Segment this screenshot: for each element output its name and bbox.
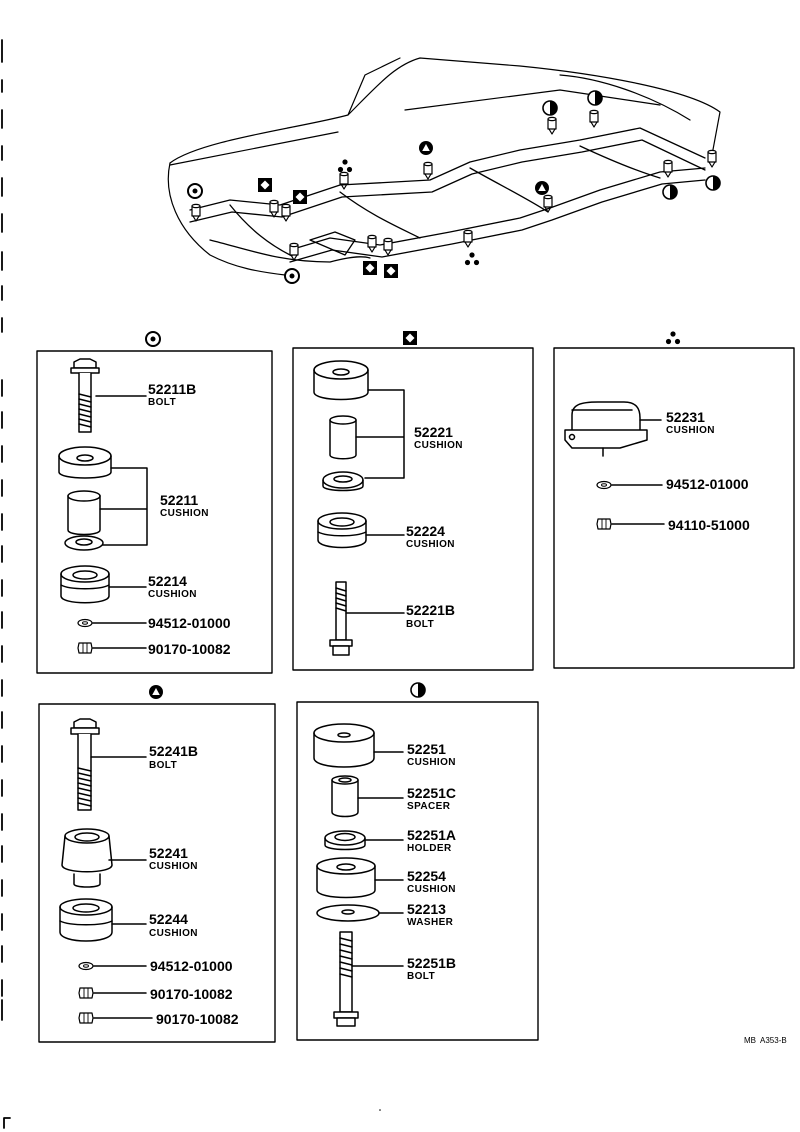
scan-speck [379, 1109, 381, 1111]
part-name: CUSHION [160, 508, 209, 519]
part-number: 94512-01000 [148, 615, 231, 631]
part-number: 94512-01000 [666, 476, 749, 492]
cushion-52221-illustration [313, 360, 369, 492]
panel-frame [296, 701, 539, 1041]
washer-illustration [78, 961, 94, 971]
panel-frame [292, 347, 534, 671]
cushion-52254-illustration [316, 857, 376, 899]
part-number: 52221B [406, 602, 455, 618]
scan-edge-marks [1, 39, 11, 1129]
bolt-52221b-illustration [329, 581, 353, 656]
part-number: 52251 [407, 741, 446, 757]
cushion-52251-illustration [313, 723, 375, 768]
overview-location-markers [187, 90, 721, 284]
part-name: BOLT [407, 971, 435, 982]
spacer-52251c-illustration [331, 775, 359, 818]
panel-triangle: 52241B BOLT 52241 CUSHION 52244 CUSHION … [38, 684, 276, 1043]
panel-three-dots: 52231 CUSHION 94512-01000 94110-51000 [553, 330, 795, 669]
panel-diamond: 52221 CUSHION 52224 CUSHION 52221B BOLT [292, 330, 534, 671]
part-number: 52251B [407, 955, 456, 971]
cushion-52214-illustration [60, 565, 110, 604]
cushion-52244-illustration [59, 898, 113, 942]
nut-illustration [77, 642, 93, 654]
part-number: 52251C [407, 785, 456, 801]
part-name: WASHER [407, 917, 454, 928]
part-name: HOLDER [407, 843, 452, 854]
part-name: CUSHION [407, 884, 456, 895]
part-name: CUSHION [148, 589, 197, 600]
three-dots-symbol-icon [665, 330, 681, 345]
diamond-square-symbol-icon [402, 330, 418, 346]
panel-half-circle: 52251 CUSHION 52251C SPACER 52251A HOLDE… [296, 682, 539, 1041]
part-name: CUSHION [414, 440, 463, 451]
panel-frame [553, 347, 795, 669]
bolt-52211b-illustration [70, 358, 100, 433]
part-name: BOLT [149, 760, 177, 771]
part-number: 52254 [407, 868, 446, 884]
washer-illustration [596, 480, 612, 490]
bolt-52241b-illustration [70, 718, 100, 811]
part-number: 52221 [414, 424, 453, 440]
vehicle-body-outline [167, 57, 721, 276]
part-number: 52211 [160, 492, 198, 508]
part-number: 52241 [149, 845, 188, 861]
part-number: 52211B [148, 381, 196, 397]
part-number: 52231 [666, 409, 705, 425]
part-number: 52241B [149, 743, 198, 759]
chassis-frame [189, 127, 706, 263]
leader-bracket [355, 389, 405, 479]
part-number: 90170-10082 [156, 1011, 239, 1027]
bolt-52251b-illustration [333, 931, 359, 1027]
part-name: BOLT [406, 619, 434, 630]
part-name: CUSHION [666, 425, 715, 436]
part-number: 90170-10082 [148, 641, 231, 657]
circle-ring-symbol-icon [145, 331, 161, 347]
reference-code: MB A353-B [744, 1036, 787, 1045]
part-number: 94512-01000 [150, 958, 233, 974]
part-name: CUSHION [149, 861, 198, 872]
half-circle-symbol-icon [410, 682, 426, 698]
panel-frame [38, 703, 276, 1043]
part-name: BOLT [148, 397, 176, 408]
part-number: 52214 [148, 573, 187, 589]
cushion-52224-illustration [317, 512, 367, 549]
nut-illustration [78, 987, 94, 999]
nut-illustration [596, 518, 612, 530]
part-number: 94110-51000 [668, 517, 750, 533]
washer-52213-illustration [316, 904, 380, 922]
part-name: SPACER [407, 801, 451, 812]
cushion-52211-illustration [58, 446, 112, 551]
part-name: CUSHION [407, 757, 456, 768]
part-name: CUSHION [149, 928, 198, 939]
part-number: 52213 [407, 901, 446, 917]
panel-circle-ring: 52211B BOLT 52211 CUSHION 52214 CUSHION … [36, 331, 273, 674]
cushion-52231-illustration [564, 401, 648, 457]
part-name: CUSHION [406, 539, 455, 550]
washer-illustration [77, 618, 93, 628]
panel-frame [36, 350, 273, 674]
part-number: 52244 [149, 911, 188, 927]
nut-illustration [78, 1012, 94, 1024]
part-number: 90170-10082 [150, 986, 233, 1002]
part-number: 52224 [406, 523, 445, 539]
triangle-circle-symbol-icon [148, 684, 164, 700]
cushion-52241-illustration [61, 828, 113, 888]
holder-52251a-illustration [324, 830, 366, 851]
part-number: 52251A [407, 827, 456, 843]
leader-bracket [99, 467, 148, 546]
